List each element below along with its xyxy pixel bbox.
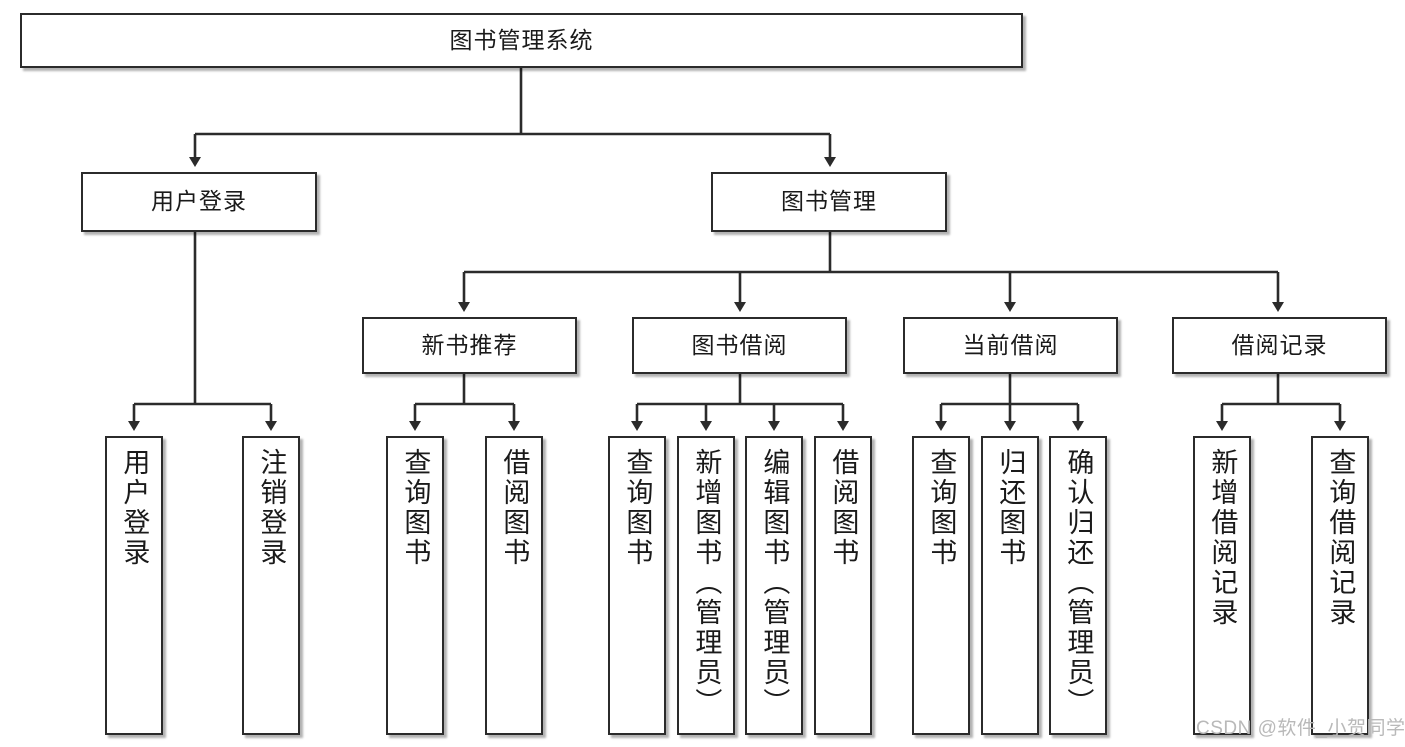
node-leaf-borrow-book-2[interactable]: 借阅图书 [814, 436, 872, 735]
node-leaf-return-book-label: 归还图书 [995, 448, 1026, 568]
node-leaf-edit-book[interactable]: 编辑图书（管理员） [745, 436, 803, 735]
node-current-borrow[interactable]: 当前借阅 [903, 317, 1118, 374]
node-leaf-logout[interactable]: 注销登录 [242, 436, 300, 735]
node-leaf-user-login[interactable]: 用户登录 [105, 436, 163, 735]
node-leaf-logout-label: 注销登录 [256, 448, 287, 568]
node-new-book-recommend-label: 新书推荐 [421, 331, 518, 358]
node-leaf-confirm-return[interactable]: 确认归还（管理员） [1049, 436, 1107, 735]
node-leaf-borrow-book-1[interactable]: 借阅图书 [485, 436, 543, 735]
node-leaf-query-book-3[interactable]: 查询图书 [912, 436, 970, 735]
node-leaf-add-record-label: 新增借阅记录 [1207, 448, 1238, 628]
node-leaf-query-book-2[interactable]: 查询图书 [608, 436, 666, 735]
node-new-book-recommend[interactable]: 新书推荐 [362, 317, 577, 374]
node-book-manage[interactable]: 图书管理 [711, 172, 947, 232]
node-leaf-user-login-label: 用户登录 [119, 448, 150, 568]
node-leaf-borrow-book-2-label: 借阅图书 [828, 448, 859, 568]
node-leaf-add-book-label: 新增图书（管理员） [691, 448, 722, 718]
node-borrow-record[interactable]: 借阅记录 [1172, 317, 1387, 374]
node-book-borrow-label: 图书借阅 [691, 331, 788, 358]
node-leaf-return-book[interactable]: 归还图书 [981, 436, 1039, 735]
node-leaf-borrow-book-1-label: 借阅图书 [499, 448, 530, 568]
node-leaf-confirm-return-label: 确认归还（管理员） [1063, 448, 1094, 718]
node-book-borrow[interactable]: 图书借阅 [632, 317, 847, 374]
node-borrow-record-label: 借阅记录 [1231, 331, 1328, 358]
node-current-borrow-label: 当前借阅 [962, 331, 1059, 358]
node-leaf-add-book[interactable]: 新增图书（管理员） [677, 436, 735, 735]
node-leaf-edit-book-label: 编辑图书（管理员） [759, 448, 790, 718]
node-book-manage-label: 图书管理 [781, 188, 877, 215]
node-root[interactable]: 图书管理系统 [20, 13, 1023, 68]
node-root-label: 图书管理系统 [449, 26, 594, 53]
node-user-login-label: 用户登录 [151, 188, 247, 215]
node-leaf-add-record[interactable]: 新增借阅记录 [1193, 436, 1251, 735]
csdn-watermark: CSDN @软件_小贺同学 [1196, 718, 1405, 739]
node-leaf-query-record-label: 查询借阅记录 [1325, 448, 1356, 628]
node-user-login[interactable]: 用户登录 [81, 172, 317, 232]
node-leaf-query-book-2-label: 查询图书 [622, 448, 653, 568]
node-leaf-query-book-1-label: 查询图书 [400, 448, 431, 568]
node-leaf-query-book-1[interactable]: 查询图书 [386, 436, 444, 735]
node-leaf-query-book-3-label: 查询图书 [926, 448, 957, 568]
node-leaf-query-record[interactable]: 查询借阅记录 [1311, 436, 1369, 735]
